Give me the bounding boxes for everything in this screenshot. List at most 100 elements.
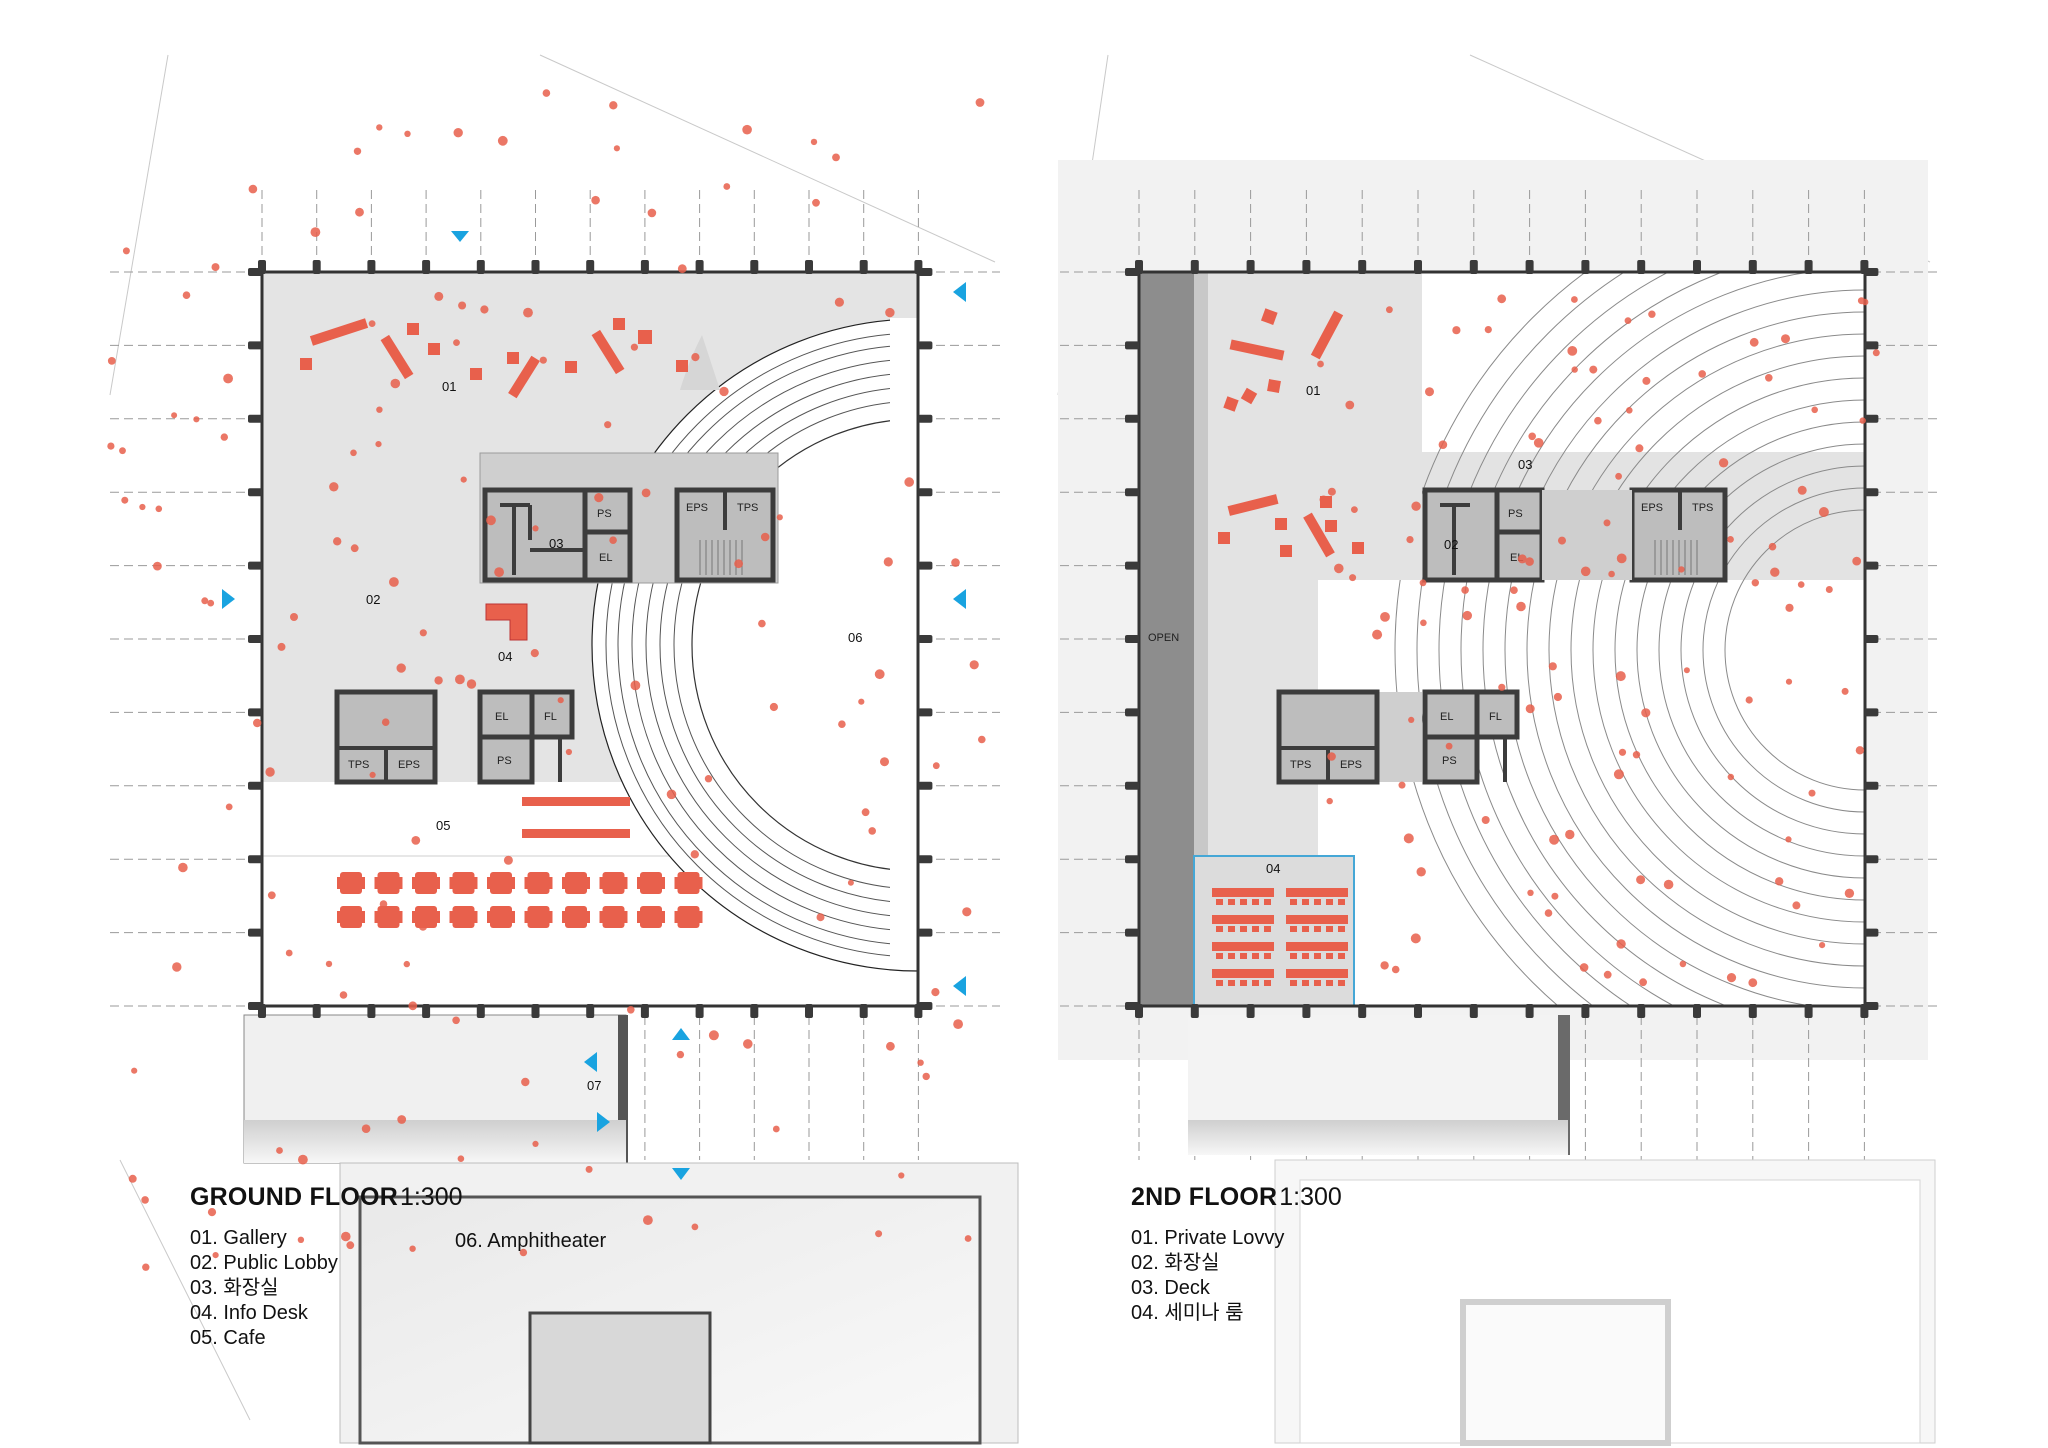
column-bottom [531, 1004, 540, 1018]
seminar-chair [1216, 899, 1223, 905]
ground-floor-plan: PS EL EPS TPS EL FL PS TPS EPS [107, 54, 1019, 1445]
column-top [805, 260, 813, 274]
seminar-chair [1326, 953, 1333, 959]
person-figure [1398, 781, 1406, 789]
column-left [248, 414, 262, 423]
person-figure [532, 1140, 539, 1147]
person-figure [1819, 942, 1826, 949]
column-left [1125, 561, 1139, 570]
column-right [1864, 928, 1879, 937]
cafe-chair [524, 911, 528, 923]
person-figure [519, 1248, 528, 1257]
seminar-chair [1302, 926, 1309, 932]
cafe-chair [599, 911, 603, 923]
cafe-chair [662, 911, 665, 923]
cafe-table [377, 906, 400, 928]
deck-step-arc [1592, 377, 1865, 923]
cafe-table [452, 906, 475, 928]
person-figure [691, 353, 700, 362]
person-figure [1624, 317, 1632, 324]
cafe-chair [699, 877, 703, 889]
cafe-chair [587, 877, 590, 889]
person-figure [172, 962, 182, 972]
person-figure [329, 482, 339, 492]
deck-step-arc [1460, 272, 1725, 1006]
person-figure [1718, 458, 1729, 468]
person-figure [1636, 875, 1646, 885]
column-top [1302, 260, 1311, 274]
cafe-table [452, 872, 475, 894]
cafe-chair [699, 911, 703, 923]
person-figure [453, 339, 460, 346]
seminar-chair [1228, 926, 1235, 932]
seminar-chair [1302, 980, 1309, 986]
person-figure [676, 1050, 685, 1059]
cafe-table [602, 906, 625, 928]
gf-gallery-furniture [300, 318, 688, 399]
gf-core-label-el-2: EL [495, 711, 508, 723]
person-figure [285, 949, 293, 957]
person-figure [153, 561, 162, 571]
cafe-chair [449, 877, 453, 889]
person-figure [565, 748, 573, 756]
column-left [248, 561, 262, 570]
person-figure [1632, 751, 1641, 759]
seminar-chair [1264, 926, 1271, 932]
person-figure [868, 827, 876, 835]
column-bottom [476, 1004, 485, 1018]
gf-core-label-eps: EPS [686, 502, 708, 514]
seminar-chair [1338, 953, 1345, 959]
person-figure [253, 718, 262, 728]
seminar-chair [1216, 953, 1223, 959]
gf-core-upper-partitions [500, 490, 727, 575]
sf-core-upper-partitions [1440, 490, 1682, 575]
column-right [1864, 341, 1879, 350]
person-figure [480, 305, 489, 314]
cafe-chair [599, 877, 603, 889]
gf-zone-07: 07 [587, 1078, 601, 1093]
person-figure [719, 386, 729, 397]
seminar-desk [1286, 942, 1348, 951]
seminar-chair [1314, 980, 1321, 986]
column-left [1125, 781, 1139, 790]
column-bottom [1358, 1004, 1367, 1018]
person-figure [1770, 567, 1780, 577]
seminar-chair [1314, 899, 1321, 905]
column-left [248, 341, 262, 350]
column-bottom [1246, 1004, 1255, 1018]
person-figure [267, 891, 276, 900]
person-figure [969, 660, 979, 670]
gf-legend-item: 05. Cafe [190, 1327, 266, 1349]
sf-annex-shadow [1188, 1120, 1568, 1155]
cafe-chair [487, 877, 490, 889]
person-figure [1510, 586, 1518, 594]
person-figure [141, 1196, 149, 1204]
seminar-chair [1240, 953, 1247, 959]
person-figure [609, 101, 618, 110]
cafe-table [340, 872, 362, 894]
person-figure [1603, 970, 1612, 979]
sf-columns [1125, 260, 1879, 1018]
seminar-chair [1314, 926, 1321, 932]
person-figure [1548, 662, 1557, 671]
deck-step-arc [1438, 272, 1670, 1006]
cafe-chair [549, 911, 553, 923]
person-figure [297, 1236, 305, 1244]
column-top [1525, 260, 1534, 274]
person-figure [193, 416, 200, 423]
gf-core-lower [334, 689, 575, 785]
person-figure [1317, 360, 1324, 368]
person-figure [455, 674, 465, 685]
person-figure [951, 558, 960, 567]
sf-core-label-ps-2: PS [1442, 755, 1457, 767]
second-floor-plan: PS EL EPS TPS EL FL PS TPS EPS [1057, 54, 1940, 1446]
person-figure [411, 836, 421, 845]
seminar-chair [1302, 899, 1309, 905]
person-figure [1727, 773, 1735, 781]
gf-zone-03: 03 [549, 536, 563, 551]
person-figure [1727, 536, 1734, 543]
seminar-chair [1240, 926, 1247, 932]
person-figure [1797, 485, 1807, 495]
person-figure [119, 447, 126, 455]
